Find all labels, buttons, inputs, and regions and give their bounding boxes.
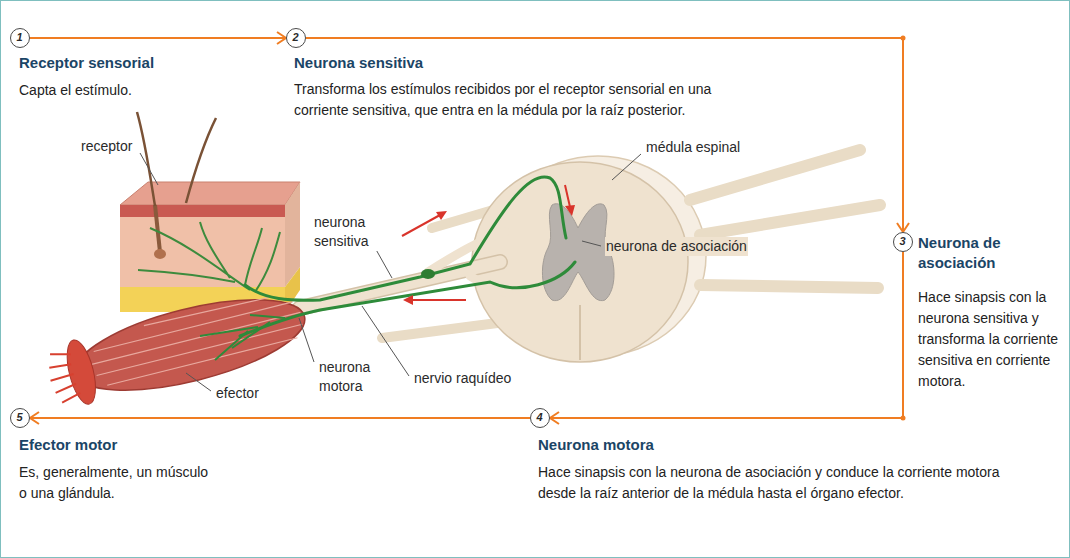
part-label: efector xyxy=(215,384,260,403)
leader-line xyxy=(612,154,641,180)
step-description: Capta el estímulo. xyxy=(19,80,239,101)
muscle-body xyxy=(67,282,313,409)
part-label: neurona sensitiva xyxy=(313,213,387,251)
callout-number: 4 xyxy=(531,409,548,426)
callout-number: 1 xyxy=(11,29,28,46)
part-label: neurona motora xyxy=(318,358,384,396)
part-label: receptor xyxy=(80,137,133,156)
muscle-cut-end xyxy=(62,337,101,407)
nerve-root xyxy=(690,150,860,200)
step-heading: Neurona sensitiva xyxy=(294,53,594,73)
step-heading: Neurona de asociación xyxy=(918,233,1053,273)
flow-connector xyxy=(30,32,286,44)
grey-matter xyxy=(542,204,614,301)
step-heading: Efector motor xyxy=(19,435,219,455)
sensory-neuron xyxy=(245,177,566,300)
nerve-root xyxy=(700,205,880,235)
flow-arrowhead xyxy=(550,412,559,424)
motor-endings xyxy=(200,315,285,360)
epidermis xyxy=(120,205,285,217)
flow-line xyxy=(550,252,903,418)
nerve-root xyxy=(382,322,505,338)
hair xyxy=(137,112,155,206)
leader-line xyxy=(186,373,211,391)
muscle-stripes xyxy=(86,288,306,388)
impulse-arrow xyxy=(565,185,570,207)
step-circle: 3Neurona de asociaciónHace sinapsis con … xyxy=(893,232,913,252)
callout-number: 2 xyxy=(287,29,304,46)
nerve-endings xyxy=(138,222,280,292)
step-description: Hace sinapsis con la neurona sensitiva y… xyxy=(918,287,1064,392)
flow-line xyxy=(30,417,530,419)
step-description: Transforma los estímulos recibidos por e… xyxy=(294,79,764,121)
part-label: neurona de asociación xyxy=(605,237,748,256)
impulse-arrow xyxy=(402,215,440,236)
leader-line xyxy=(582,241,601,246)
flow-arrowhead xyxy=(897,223,909,232)
flow-corner-dot xyxy=(901,416,906,421)
motor-neuron xyxy=(240,262,575,336)
nerve-root xyxy=(700,285,878,288)
impulse-arrow xyxy=(412,299,466,301)
leader-line xyxy=(299,318,314,362)
hair xyxy=(186,118,216,203)
step-circle: 1Receptor sensorialCapta el estímulo. xyxy=(10,28,30,48)
part-label: nervio raquídeo xyxy=(413,369,512,388)
dorsal-ganglion xyxy=(421,269,435,279)
impulse-arrowhead xyxy=(436,211,447,220)
skin-surface xyxy=(120,182,300,205)
callout-number: 5 xyxy=(11,409,28,426)
hair-follicle xyxy=(155,205,160,252)
flow-connector xyxy=(550,252,906,424)
hair-bulb xyxy=(154,249,166,259)
callout-number: 3 xyxy=(894,233,911,250)
flow-arrowhead xyxy=(277,32,286,44)
flow-connector xyxy=(30,412,530,424)
impulse-arrowhead xyxy=(403,295,413,305)
step-description: Hace sinapsis con la neurona de asociaci… xyxy=(538,462,1018,504)
step-heading: Neurona motora xyxy=(538,435,838,455)
step-description: Es, generalmente, un músculo o una glánd… xyxy=(19,462,214,504)
step-circle: 5Efector motorEs, generalmente, un múscu… xyxy=(10,408,30,428)
muscle-fibres xyxy=(44,349,81,404)
flow-corner-dot xyxy=(901,36,906,41)
leader-line xyxy=(140,153,158,185)
median-fissure xyxy=(579,305,581,360)
step-circle: 4Neurona motoraHace sinapsis con la neur… xyxy=(530,408,550,428)
part-label: médula espinal xyxy=(645,138,741,157)
muscle xyxy=(42,282,314,415)
flow-line xyxy=(30,37,286,39)
step-heading: Receptor sensorial xyxy=(19,53,239,73)
impulse-arrowhead xyxy=(565,205,575,216)
flow-arrowhead xyxy=(30,412,39,424)
step-circle: 2Neurona sensitivaTransforma los estímul… xyxy=(286,28,306,48)
